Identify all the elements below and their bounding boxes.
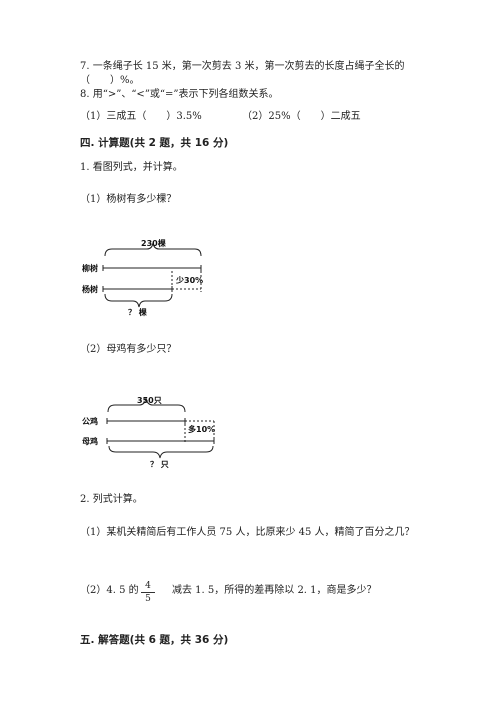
question-8-item-1: （1）三成五（ ）3.5% [80, 111, 202, 122]
section-4-title: 四. 计算题(共 2 题，共 16 分) [80, 137, 229, 149]
section-4-question-1: 1. 看图列式，并计算。 [80, 162, 183, 173]
diagram-1-diff-label: 少30% [175, 275, 203, 285]
question-7-line-1: 7. 一条绳子长 15 米，第一次剪去 3 米，第一次剪去的长度占绳子全长的 [80, 61, 405, 72]
section-4-question-2: 2. 列式计算。 [80, 494, 143, 505]
diagram-1-total-label: 230棵 [141, 238, 166, 248]
question-8-row: （1）三成五（ ）3.5% （2）25%（ ）二成五 [80, 110, 361, 124]
section-4-question-2-2-end: 减去 1. 5，所得的差再除以 2. 1，商是多少？ [172, 585, 377, 596]
section-4-question-1-1: （1）杨树有多少棵？ [80, 194, 177, 205]
section-4-question-2-2-start: （2）4. 5 的 [80, 585, 139, 596]
diagram-2-top-label: 公鸡 [82, 416, 98, 426]
question-7-line-2: （ ）%。 [80, 75, 140, 86]
section-4-question-1-2: （2）母鸡有多少只？ [80, 344, 177, 355]
diagram-2-question-label: ？ 只 [150, 460, 169, 469]
diagram-1-question-label: ？ 棵 [128, 307, 147, 317]
question-8-intro: 8. 用“>”、“<”或“=”表示下列各组数关系。 [80, 89, 279, 100]
diagram-1-top-label: 柳树 [82, 263, 98, 273]
fraction-numerator: 4 [145, 581, 151, 591]
fraction-denominator: 5 [145, 594, 151, 604]
diagram-2-bottom-label: 母鸡 [82, 436, 98, 446]
fraction-bar [141, 592, 155, 593]
section-5-title: 五. 解答题(共 6 题，共 36 分) [80, 634, 229, 646]
diagram-1-bottom-label: 杨树 [82, 284, 98, 294]
section-4-question-2-1: （1）某机关精简后有工作人员 75 人，比原来少 45 人，精简了百分之几？ [80, 527, 415, 538]
diagram-2-total-label: 350只 [137, 396, 162, 405]
question-8-item-2: （2）25%（ ）二成五 [242, 111, 361, 122]
fraction-four-fifths: 4 5 [141, 581, 155, 604]
diagram-2-diff-label: 多10% [188, 424, 215, 434]
